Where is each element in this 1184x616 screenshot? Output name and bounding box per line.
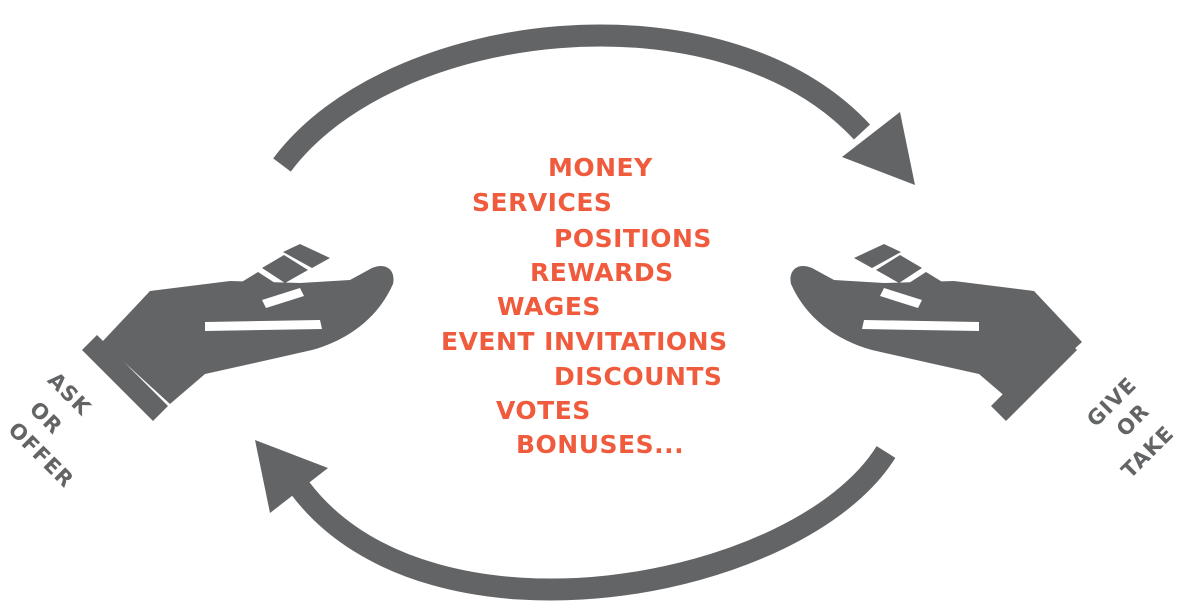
item-positions: POSITIONS (554, 224, 712, 253)
item-event-invitations: EVENT INVITATIONS (441, 327, 728, 356)
item-rewards: REWARDS (530, 258, 674, 287)
item-discounts: DISCOUNTS (554, 362, 723, 391)
bottom-curved-arrow-icon (255, 440, 896, 601)
item-wages: WAGES (497, 292, 601, 321)
item-services: SERVICES (472, 188, 613, 217)
item-votes: VOTES (496, 396, 591, 425)
top-curved-arrow-icon (273, 24, 915, 185)
item-bonuses: BONUSES... (516, 430, 685, 459)
item-money: MONEY (548, 153, 653, 182)
left-hand-icon (82, 244, 394, 421)
right-hand-icon (790, 244, 1082, 421)
